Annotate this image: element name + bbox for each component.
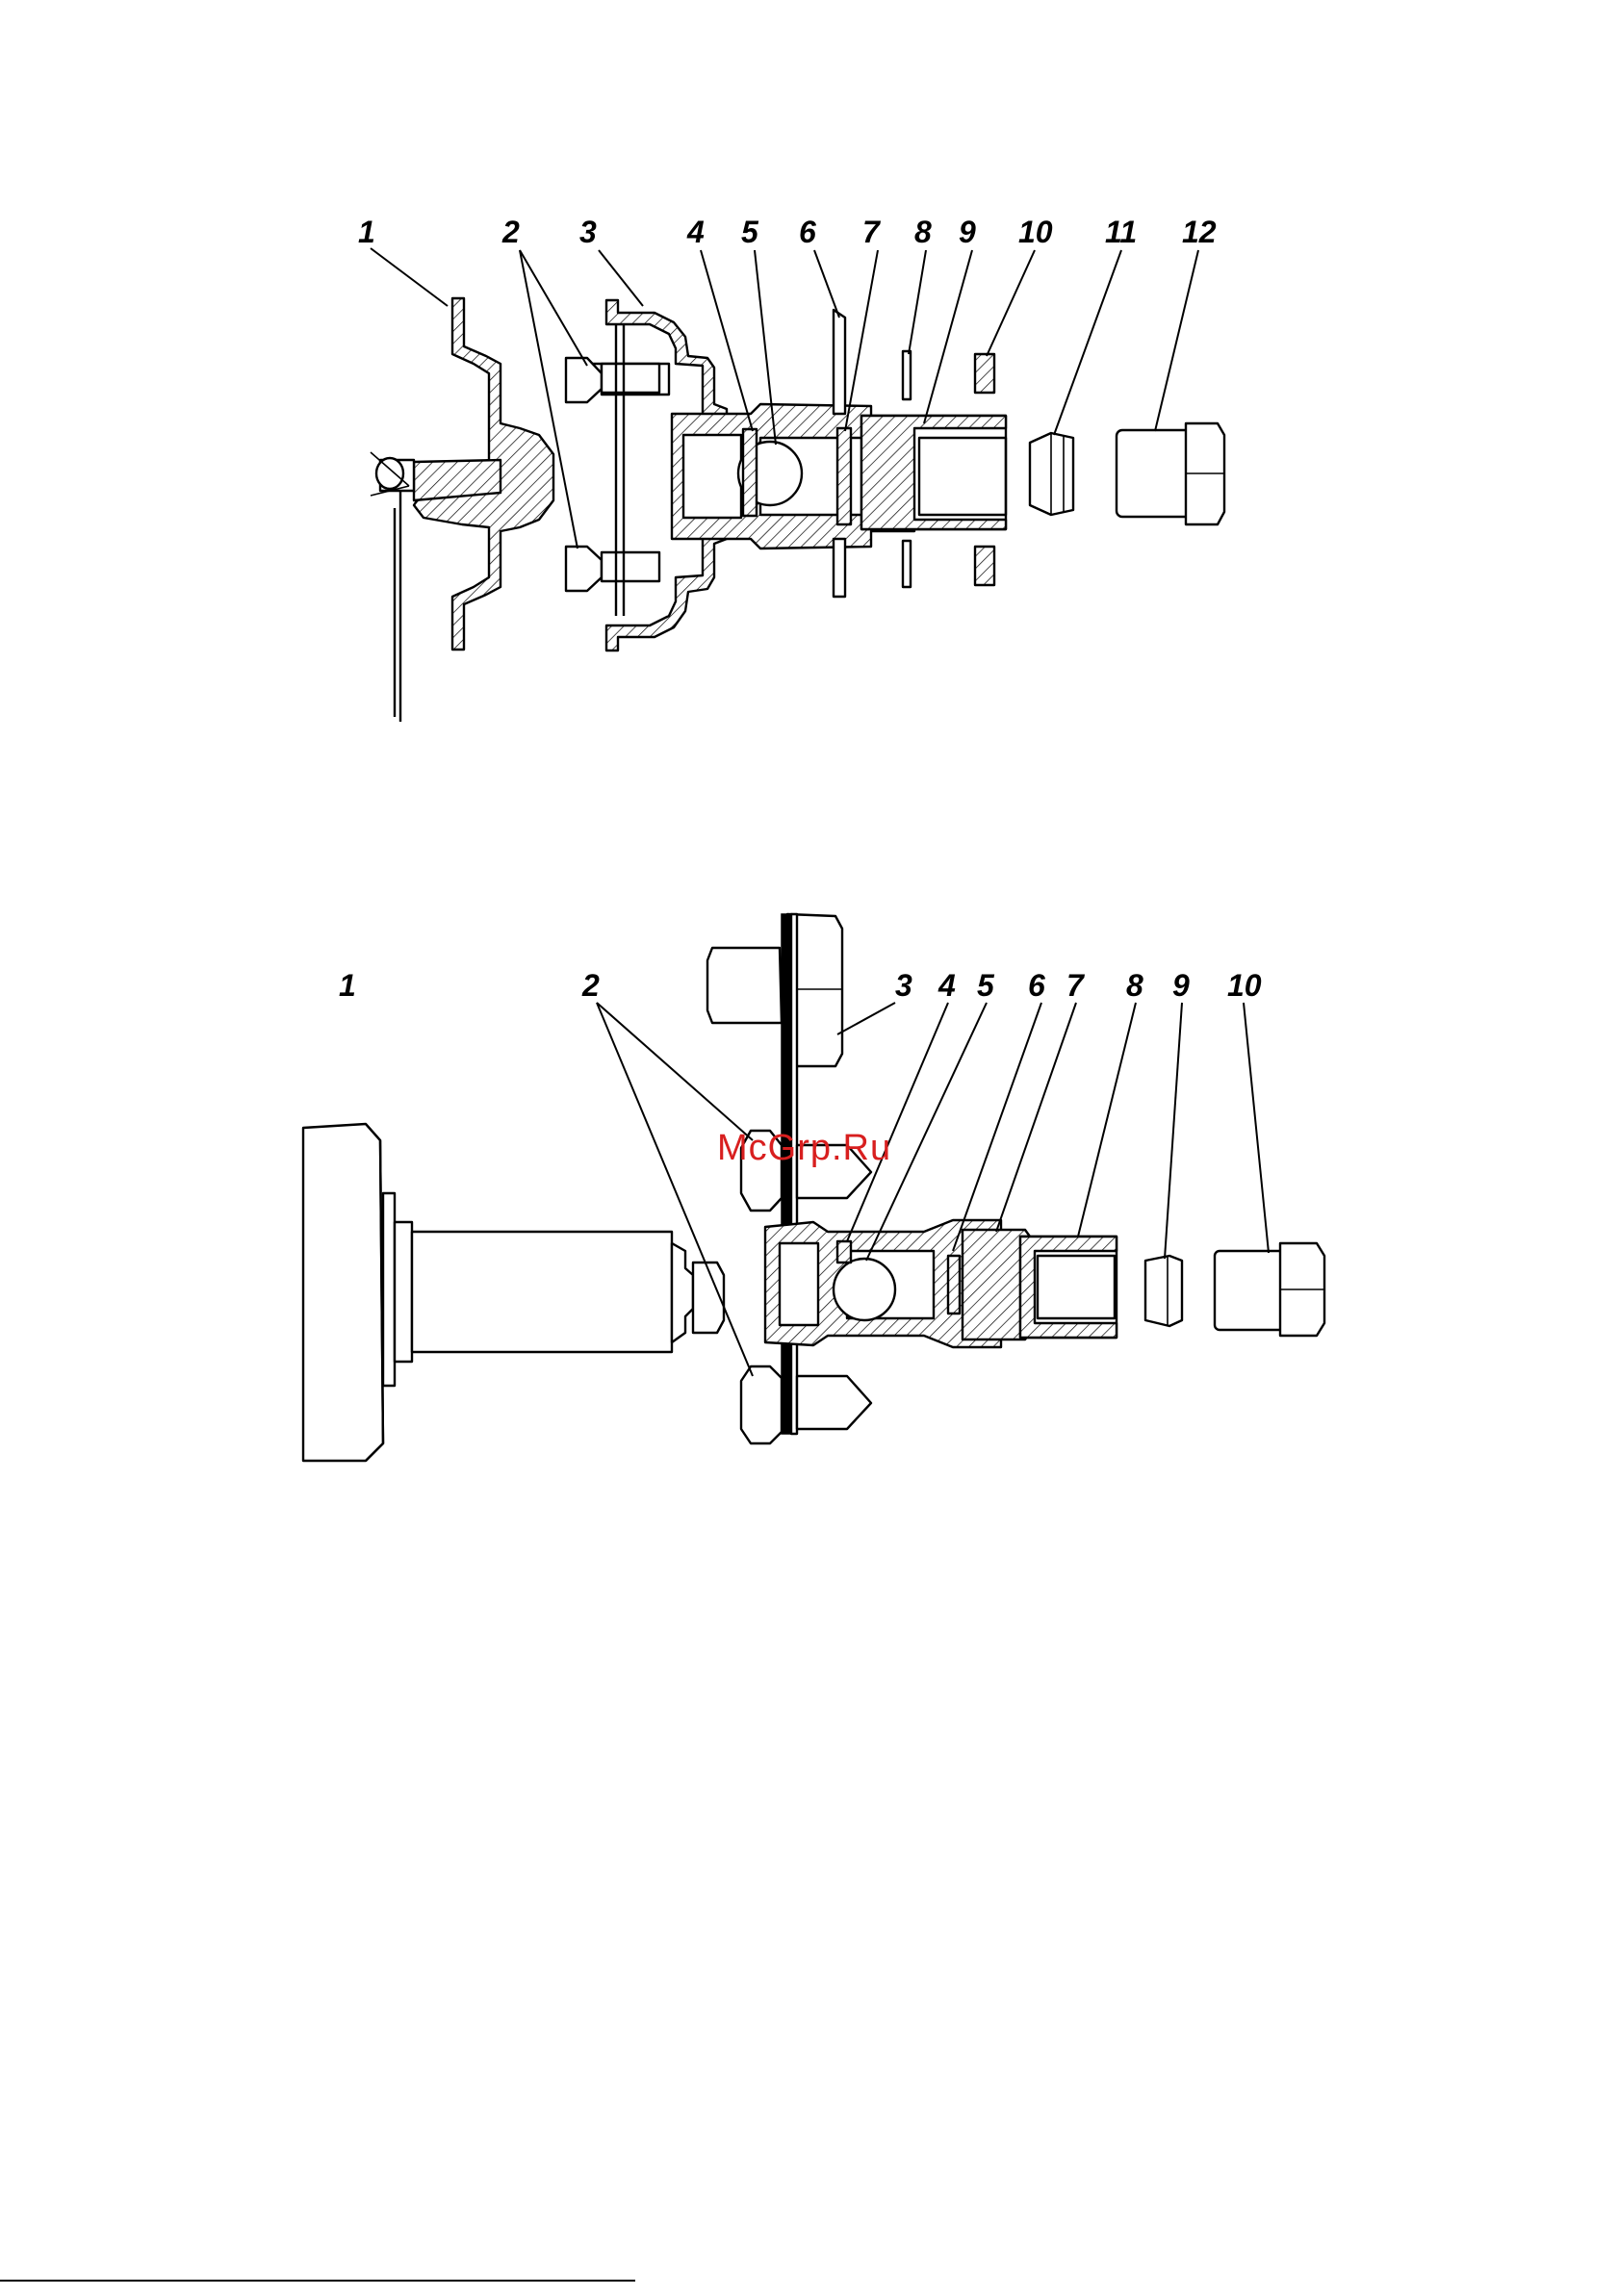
callout-bottom-10: 10 <box>1227 968 1262 1003</box>
callout-top-6: 6 <box>799 215 816 249</box>
part-4-seal <box>743 429 757 516</box>
part-2-screws <box>566 318 669 616</box>
valve-body-bottom <box>765 1220 1117 1347</box>
part-9-olive <box>1145 1256 1182 1326</box>
part-7-washer <box>837 428 851 524</box>
callout-top-2: 2 <box>501 215 520 249</box>
part-12-nut <box>1117 423 1224 524</box>
callout-top-8: 8 <box>914 215 932 249</box>
callout-top-3: 3 <box>579 215 597 249</box>
part-10-nut <box>1215 1243 1324 1336</box>
callout-top-5: 5 <box>741 215 759 249</box>
footer-rule <box>0 2280 635 2282</box>
callout-bottom-2: 2 <box>581 968 600 1003</box>
callout-top-7: 7 <box>862 215 882 249</box>
callout-top-1: 1 <box>358 215 375 249</box>
part-1-knob <box>303 1124 724 1461</box>
callout-bottom-3: 3 <box>895 968 912 1003</box>
part-5-ball <box>834 1259 895 1320</box>
callout-top-12: 12 <box>1182 215 1217 249</box>
part-4-seal <box>837 1241 851 1263</box>
callout-top-9: 9 <box>959 215 976 249</box>
exploded-view-bottom: 1 2 3 4 5 6 7 8 9 10 McGrp.Ru <box>303 914 1324 1461</box>
callout-bottom-5: 5 <box>977 968 995 1003</box>
part-6-washer <box>948 1256 960 1314</box>
valve-body <box>672 404 1006 548</box>
callout-bottom-6: 6 <box>1028 968 1045 1003</box>
callout-top-4: 4 <box>686 215 705 249</box>
part-3-capnut <box>707 914 842 1066</box>
part-1-bracket <box>371 298 553 722</box>
watermark-text: McGrp.Ru <box>717 1128 891 1168</box>
callout-top-10: 10 <box>1018 215 1053 249</box>
callout-bottom-7: 7 <box>1066 968 1086 1003</box>
callout-top-11: 11 <box>1105 215 1137 249</box>
callout-bottom-8: 8 <box>1126 968 1143 1003</box>
exploded-view-top: 1 2 3 4 5 6 7 8 9 10 11 12 <box>358 215 1224 722</box>
mounting-sheet <box>782 914 797 1434</box>
callout-bottom-4: 4 <box>937 968 956 1003</box>
part-11-fitting <box>1030 433 1073 515</box>
callout-bottom-1: 1 <box>339 968 356 1003</box>
callout-bottom-9: 9 <box>1172 968 1190 1003</box>
